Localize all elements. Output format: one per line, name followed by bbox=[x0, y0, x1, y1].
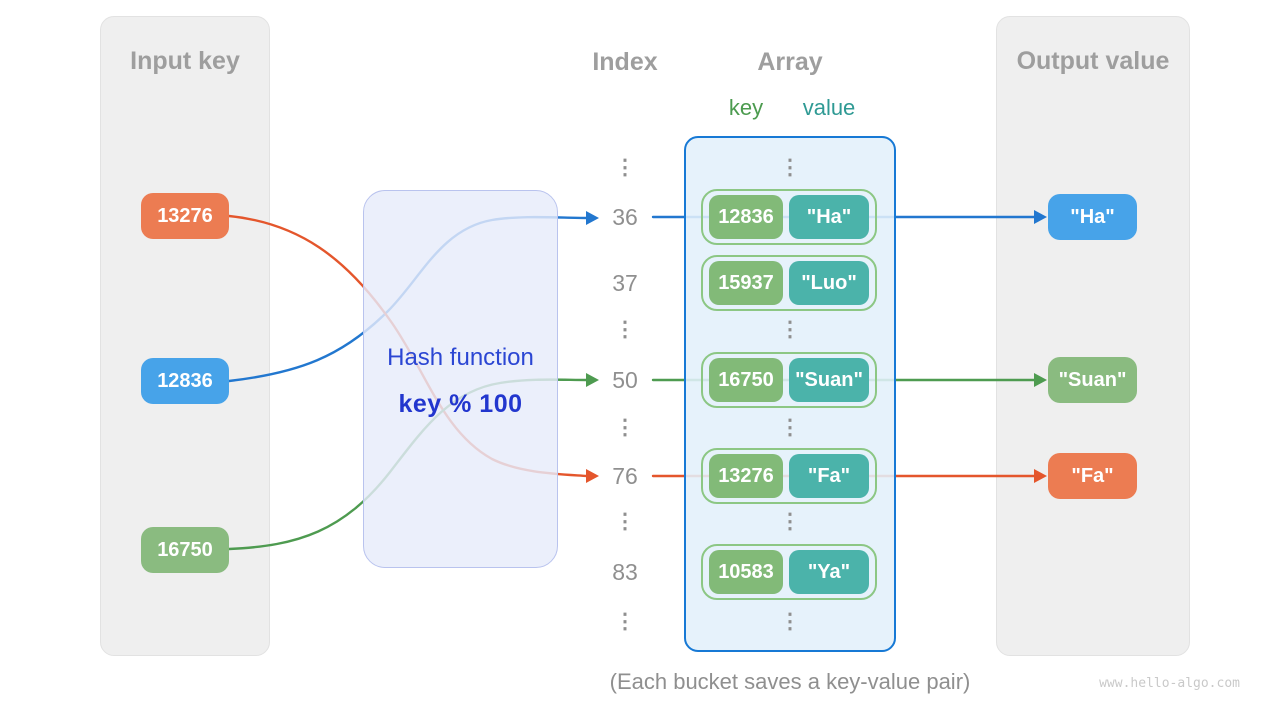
bucket-50: 16750 "Suan" bbox=[701, 352, 877, 408]
index-ellipsis: ⋮ bbox=[614, 610, 636, 633]
hash-function-label: Hash function bbox=[387, 344, 534, 371]
index-ellipsis: ⋮ bbox=[614, 156, 636, 179]
input-key-chip-16750: 16750 bbox=[141, 527, 229, 573]
bucket-76: 13276 "Fa" bbox=[701, 448, 877, 504]
index-column-title: Index bbox=[592, 48, 658, 76]
arrowhead-orange-index bbox=[586, 469, 599, 483]
index-36: 36 bbox=[612, 204, 638, 230]
bucket-key-pill: 16750 bbox=[709, 358, 783, 402]
arrowhead-blue-index bbox=[586, 211, 599, 225]
output-value-title: Output value bbox=[1016, 47, 1170, 75]
array-ellipsis: ⋮ bbox=[779, 318, 801, 341]
output-value-chip-fa: "Fa" bbox=[1048, 453, 1137, 499]
bucket-key-pill: 12836 bbox=[709, 195, 783, 239]
index-ellipsis: ⋮ bbox=[614, 510, 636, 533]
input-key-title: Input key bbox=[130, 47, 240, 75]
key-column-header: key bbox=[728, 95, 764, 120]
array-ellipsis: ⋮ bbox=[779, 610, 801, 633]
output-value-chip-ha: "Ha" bbox=[1048, 194, 1137, 240]
arrowhead-orange-output bbox=[1034, 469, 1047, 483]
index-76: 76 bbox=[612, 463, 638, 489]
array-column-title: Array bbox=[757, 48, 823, 76]
arrowhead-green-output bbox=[1034, 373, 1047, 387]
index-ellipsis: ⋮ bbox=[614, 416, 636, 439]
bucket-value-pill: "Suan" bbox=[789, 358, 869, 402]
bucket-key-pill: 10583 bbox=[709, 550, 783, 594]
bucket-key-pill: 15937 bbox=[709, 261, 783, 305]
bucket-83: 10583 "Ya" bbox=[701, 544, 877, 600]
bucket-key-pill: 13276 bbox=[709, 454, 783, 498]
index-83: 83 bbox=[612, 559, 638, 585]
hash-function-box bbox=[363, 190, 558, 568]
array-ellipsis: ⋮ bbox=[779, 416, 801, 439]
arrowhead-blue-output bbox=[1034, 210, 1047, 224]
array-ellipsis: ⋮ bbox=[779, 156, 801, 179]
bucket-value-pill: "Ha" bbox=[789, 195, 869, 239]
output-value-panel: Output value bbox=[996, 16, 1190, 656]
bucket-value-pill: "Fa" bbox=[789, 454, 869, 498]
value-column-header: value bbox=[802, 95, 856, 120]
bucket-value-pill: "Ya" bbox=[789, 550, 869, 594]
bucket-value-pill: "Luo" bbox=[789, 261, 869, 305]
index-50: 50 bbox=[612, 367, 638, 393]
input-key-chip-12836: 12836 bbox=[141, 358, 229, 404]
index-37: 37 bbox=[612, 270, 638, 296]
bucket-37: 15937 "Luo" bbox=[701, 255, 877, 311]
index-ellipsis: ⋮ bbox=[614, 318, 636, 341]
array-ellipsis: ⋮ bbox=[779, 510, 801, 533]
bucket-36: 12836 "Ha" bbox=[701, 189, 877, 245]
hash-function-formula: key % 100 bbox=[398, 390, 523, 418]
watermark-url: www.hello-algo.com bbox=[1099, 676, 1240, 691]
input-key-chip-13276: 13276 bbox=[141, 193, 229, 239]
output-value-chip-suan: "Suan" bbox=[1048, 357, 1137, 403]
diagram-caption: (Each bucket saves a key-value pair) bbox=[609, 669, 971, 694]
arrowhead-green-index bbox=[586, 373, 599, 387]
